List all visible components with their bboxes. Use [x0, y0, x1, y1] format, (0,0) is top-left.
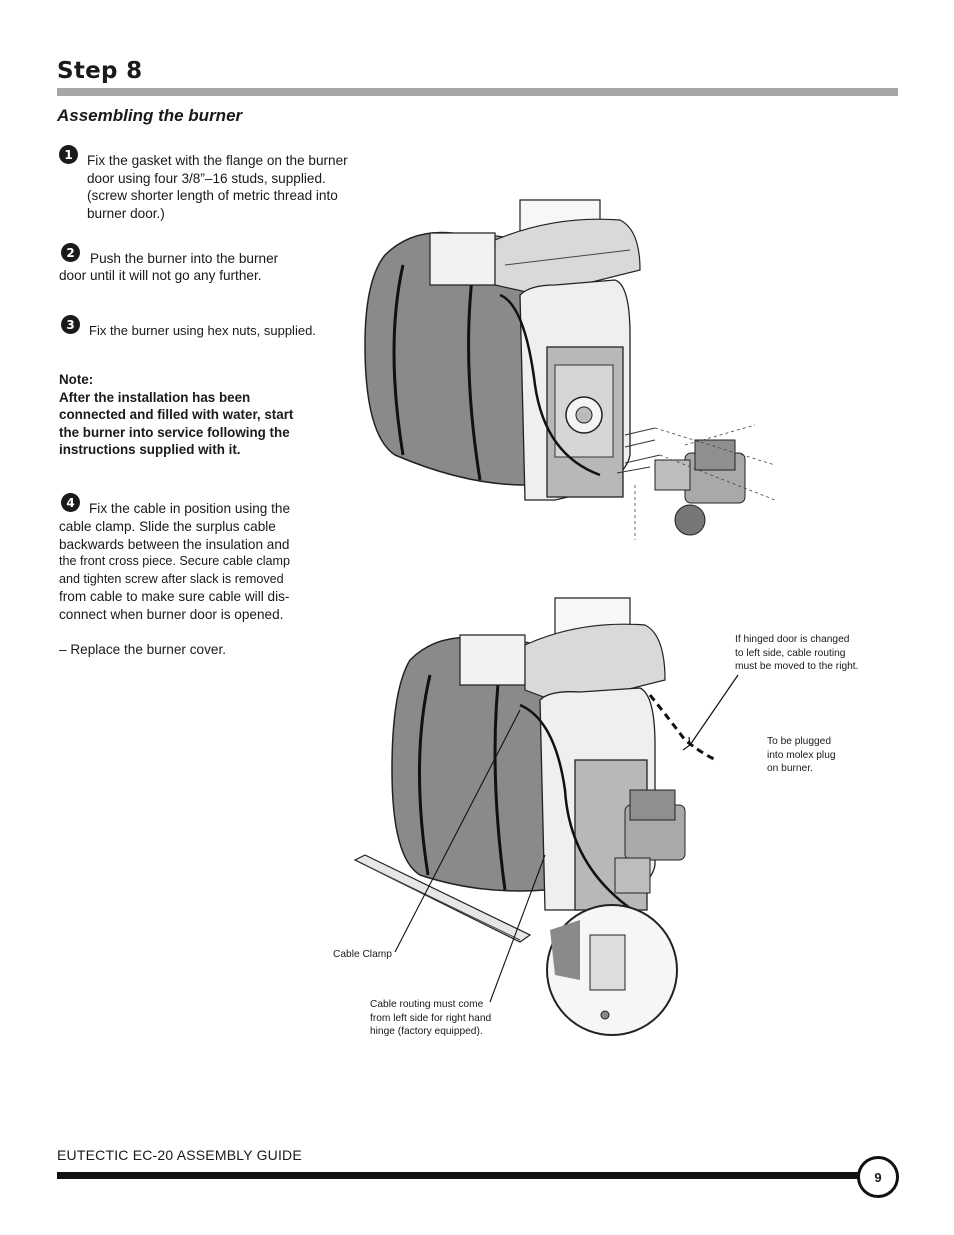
step-1-number-badge: 1 [59, 145, 78, 164]
burner-cable [519, 703, 641, 917]
step-3-number-badge: 3 [61, 315, 80, 334]
alternate-cable-routing [648, 694, 715, 762]
burner-assembly-illustration-bottom [353, 597, 715, 1036]
step-2-line-2: door until it will not go any further. [59, 268, 262, 283]
top-rule [57, 88, 898, 96]
section-title: Assembling the burner [57, 106, 243, 125]
page-number: 9 [857, 1156, 899, 1198]
step-3-text: Fix the burner using hex nuts, supplied. [89, 323, 316, 338]
caption-cable-clamp: Cable Clamp [333, 949, 392, 960]
step-2-line-1: Push the burner into the burner [90, 251, 279, 266]
step-1-text: Fix the gasket with the flange on the bu… [87, 153, 348, 221]
step-title: Step 8 [57, 58, 143, 84]
burner-cable [499, 293, 601, 477]
cable-routing-detail-inset [546, 904, 678, 1036]
burner-unit [614, 789, 686, 894]
burner-unit [654, 439, 746, 536]
step-2-number-badge: 2 [61, 243, 80, 262]
step-4-text: cable clamp. Slide the surplus cable bac… [59, 519, 290, 622]
footer-guide-title: EUTECTIC EC-20 ASSEMBLY GUIDE [57, 1147, 302, 1163]
step-4-line-1: Fix the cable in position using the [89, 501, 291, 516]
front-cross-piece [353, 854, 532, 943]
step-4-number-badge: 4 [61, 493, 80, 512]
burner-assembly-illustration-top [364, 199, 776, 540]
replace-cover-text: – Replace the burner cover. [59, 642, 227, 657]
bottom-rule [57, 1172, 869, 1179]
